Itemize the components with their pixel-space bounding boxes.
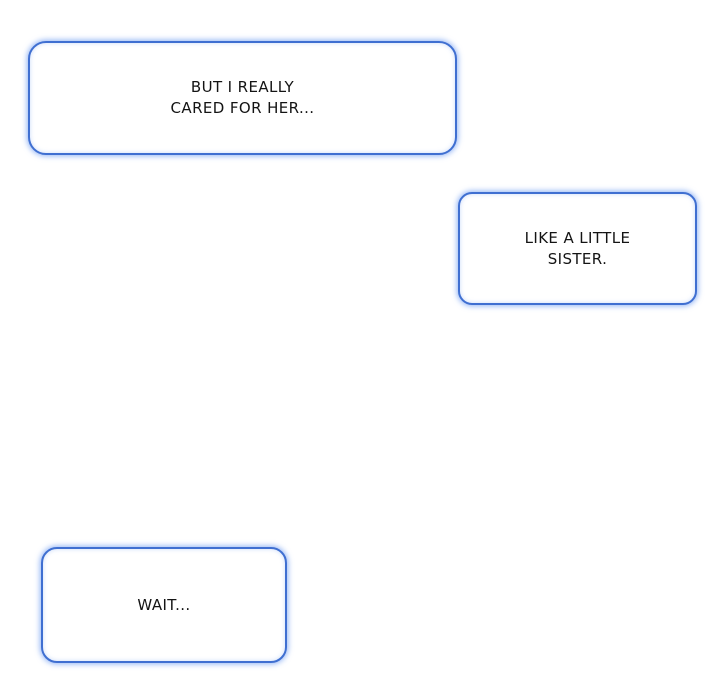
speech-bubble-2-text: LIKE A LITTLE SISTER. (524, 228, 631, 268)
speech-bubble-3-text: WAIT... (137, 595, 191, 614)
speech-bubble-1: BUT I REALLY CARED FOR HER... (28, 41, 457, 155)
speech-bubble-2: LIKE A LITTLE SISTER. (458, 192, 697, 305)
speech-bubble-3: WAIT... (41, 547, 287, 663)
speech-bubble-1-text: BUT I REALLY CARED FOR HER... (170, 78, 315, 117)
